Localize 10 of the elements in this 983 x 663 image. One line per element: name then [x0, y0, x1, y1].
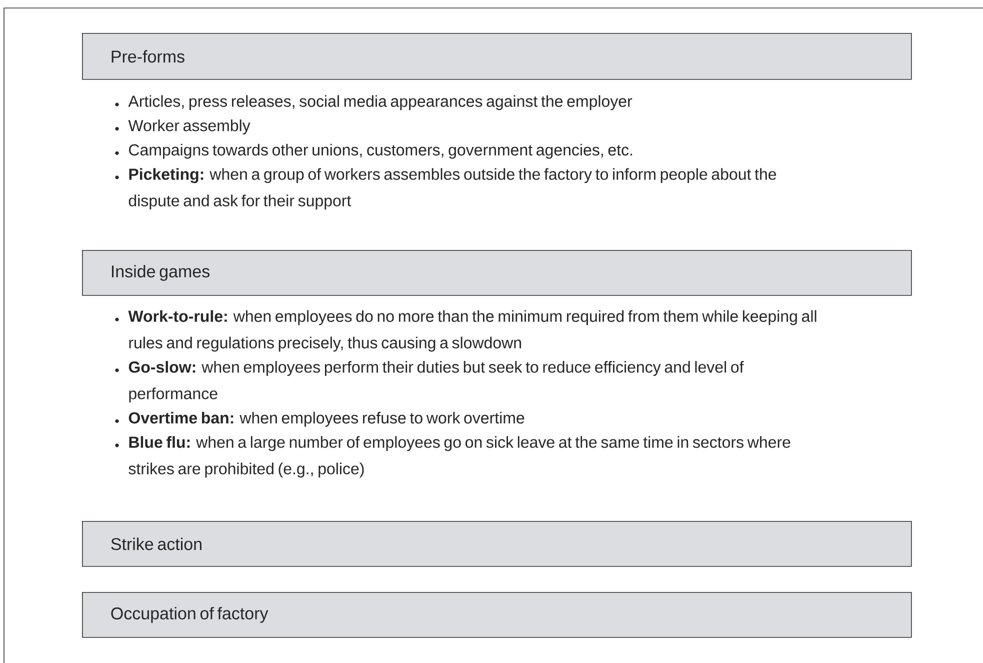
bullet-item: Blue flu: when a large number of employees go on sick leave at the same time in sectors where strikes are prohibited (e.g., police) — [128, 436, 790, 478]
bullet-item: Worker assembly — [128, 120, 250, 134]
bullet-item: Overtime ban: when employees refuse to work overtime — [128, 412, 524, 427]
section-header-box: Strike action — [82, 521, 912, 567]
bullet-item: Campaigns towards other unions, customers, government agencies, etc. — [129, 144, 632, 159]
bullet-item: Articles, press releases, social media appearances against the employer — [128, 95, 632, 110]
section-header-box: Pre-forms — [82, 33, 912, 80]
section-header-box: Occupation of factory — [82, 592, 912, 638]
section-header-box: Inside games — [82, 250, 912, 296]
bullet-item: Picketing: when a group of workers assembles outside the factory to inform people about the dispute and ask for their support — [128, 168, 776, 210]
